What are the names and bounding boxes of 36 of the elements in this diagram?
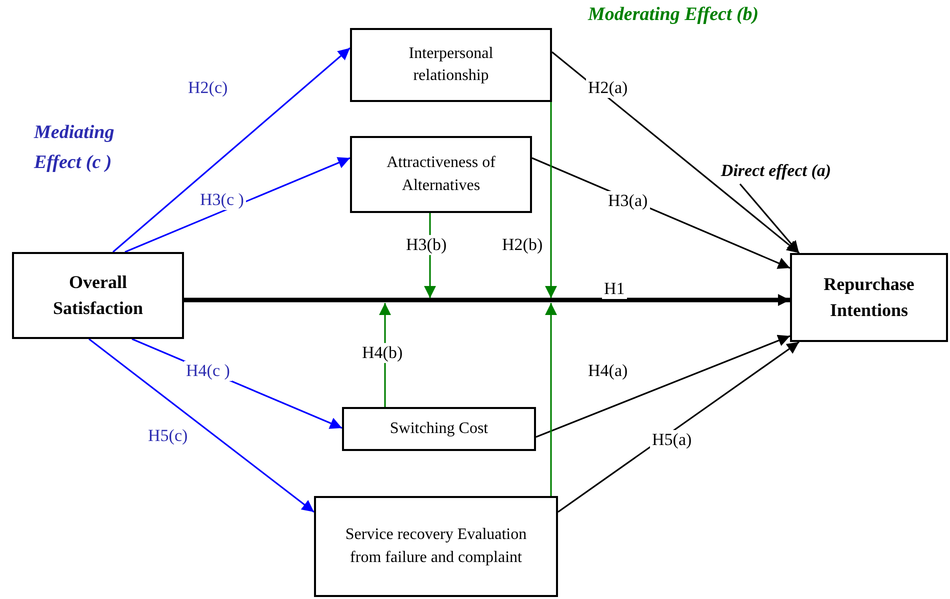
- edge-label: H5(a): [650, 430, 694, 450]
- arrow: [536, 334, 790, 438]
- group-heading: Moderating Effect (b): [588, 4, 759, 26]
- arrow: [558, 341, 800, 513]
- node-label: Switching Cost: [390, 418, 488, 439]
- node-label: Service recovery Evaluation from failure and complaint: [344, 525, 528, 568]
- edge-label: H3(c ): [198, 190, 246, 210]
- construct-box: [314, 496, 558, 597]
- moderating-arrow: [545, 303, 557, 496]
- construct-box: [12, 252, 184, 339]
- node-label: Attractiveness of Alternatives: [386, 153, 496, 196]
- edge-label: H4(b): [360, 343, 405, 364]
- construct-box: [342, 407, 536, 451]
- moderating-arrow: [545, 102, 557, 298]
- arrow: [88, 338, 314, 513]
- edge-label: H4(a): [586, 361, 630, 382]
- node-label: Interpersonal relationship: [408, 44, 494, 86]
- edge-label: H3(b): [404, 235, 449, 256]
- edge-label: H5(c): [146, 426, 190, 446]
- arrow: [124, 157, 350, 253]
- annotation-text: Direct effect (a): [700, 158, 852, 184]
- arrow: [739, 183, 800, 254]
- arrow: [112, 47, 351, 253]
- group-heading: Mediating Effect (c ): [34, 121, 116, 176]
- edge-label: H3(a): [606, 191, 650, 212]
- arrow: [184, 294, 790, 306]
- edge-label: H2(c): [186, 78, 230, 98]
- edge-label: H4(c ): [184, 361, 232, 382]
- construct-box: [350, 136, 532, 213]
- edge-label: H2(b): [500, 235, 545, 256]
- arrow: [552, 51, 800, 254]
- construct-box: [350, 28, 552, 102]
- node-label: Repurchase Intentions: [822, 273, 916, 322]
- node-label: Overall Satisfaction: [52, 271, 144, 320]
- construct-box: [790, 253, 948, 342]
- edge-label: H2(a): [586, 78, 630, 98]
